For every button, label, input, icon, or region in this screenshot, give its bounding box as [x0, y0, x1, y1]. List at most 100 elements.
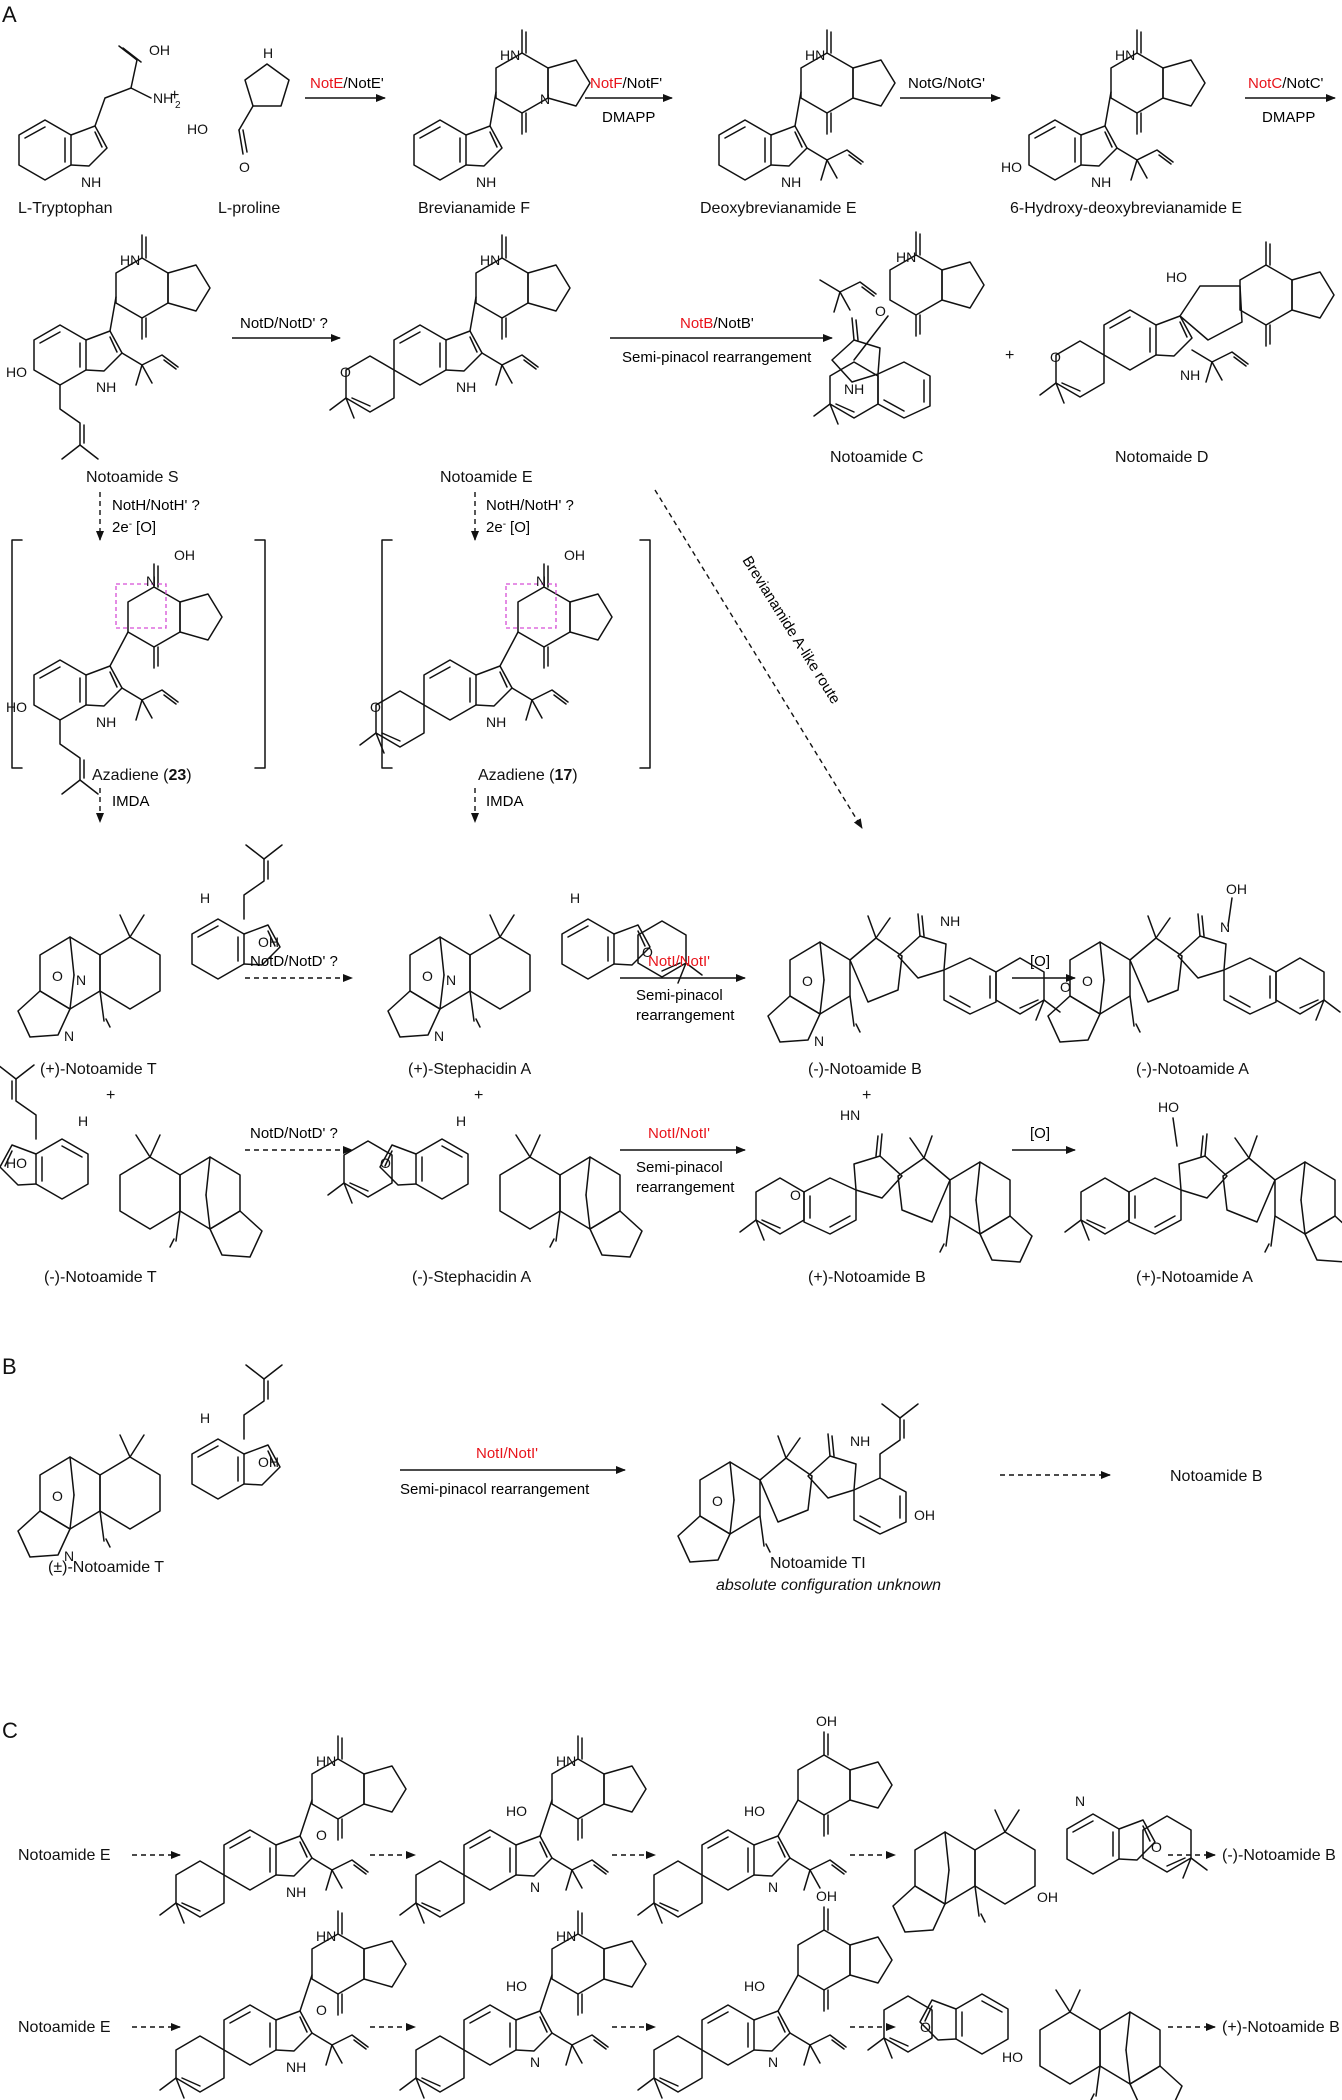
atom-nh2: NH	[153, 90, 173, 106]
label-notoamide-ti: Notoamide TI	[770, 1555, 866, 1572]
label-notoamide-c: Notoamide C	[830, 449, 923, 466]
atom-nh: NH	[486, 714, 506, 730]
atom-oh: OH	[149, 42, 170, 58]
structure-minus-notoamide-a: N OH O	[1047, 881, 1341, 1043]
atom-ho-c2: HO	[1002, 2049, 1023, 2065]
atom-ho: HO	[744, 1803, 765, 1819]
enzyme-noth-s: NotH/NotH' ?	[112, 497, 200, 514]
enzyme-noti-plus: NotI/NotI'	[648, 953, 710, 970]
atom-o-msta: O	[380, 1155, 391, 1171]
label-c-notoamide-e-1: Notoamide E	[18, 1847, 111, 1864]
label-notomaide-d: Notomaide D	[1115, 449, 1208, 466]
label-minus-stephacidin-a: (-)-Stephacidin A	[412, 1269, 531, 1286]
structure-azadiene-17: OH N O NH	[359, 547, 613, 754]
structure-azadiene-23: OH N HO NH	[6, 547, 223, 795]
atom-oh: OH	[1037, 1889, 1058, 1905]
atom-hn: HN	[556, 1753, 576, 1769]
atom-o: O	[316, 1827, 327, 1843]
structure-plus-notoamide-b	[739, 1133, 1033, 1263]
atom-nh: NH	[940, 913, 960, 929]
atom-nh: NH	[286, 2059, 306, 2075]
atom-hn: HN	[316, 1753, 336, 1769]
label-notoamide-e: Notoamide E	[440, 469, 533, 486]
label-plus: +	[170, 87, 179, 104]
atom-o2: O	[422, 968, 433, 984]
atom-ho: HO	[187, 121, 208, 137]
atom-n: N	[1075, 1793, 1085, 1809]
atom-oh: OH	[816, 1713, 837, 1729]
label-plus-2: +	[1005, 347, 1014, 364]
structure-notoamide-e: O NH HN	[329, 234, 571, 419]
structure-rac-notoamide-t: H OH O N	[17, 1364, 283, 1564]
label-plus-notoamide-t: (+)-Notoamide T	[40, 1061, 157, 1078]
atom-o: O	[712, 1493, 723, 1509]
atom-o: O	[52, 968, 63, 984]
atom-hn: HN	[120, 252, 140, 268]
structure-c1-hydroxyindolenine: HO N HN	[399, 1735, 647, 1924]
atom-oh: OH	[914, 1507, 935, 1523]
atom-n: N	[540, 91, 550, 107]
label-l-proline: L-proline	[218, 200, 280, 217]
atom-nh: NH	[81, 174, 101, 190]
label-c-notoamide-e-2: Notoamide E	[18, 2019, 111, 2036]
atom-hn: HN	[1115, 47, 1135, 63]
panel-label-b: B	[2, 1354, 17, 1379]
label-6-hydroxy-deoxybrevianamide-e: 6-Hydroxy-deoxybrevianamide E	[1010, 200, 1242, 217]
panel-label-a: A	[2, 2, 17, 27]
atom-ho: HO	[6, 699, 27, 715]
atom-n: N	[768, 1879, 778, 1895]
atom-n: N	[1220, 919, 1230, 935]
atom-h-msta: H	[456, 1113, 466, 1129]
atom-o: O	[642, 944, 653, 960]
label-minus-notoamide-b: (-)-Notoamide B	[808, 1061, 922, 1078]
oxidant-2e-s: 2e-[O]	[112, 519, 156, 537]
structure-notoamide-ti: NH OH O	[677, 1403, 935, 1563]
structure-notoamide-c: NH O HN	[813, 231, 985, 425]
label-plus-notoamide-a: (+)-Notoamide A	[1136, 1269, 1253, 1286]
label-deoxybrevianamide-e: Deoxybrevianamide E	[700, 200, 857, 217]
label-minus-notoamide-a: (-)-Notoamide A	[1136, 1061, 1249, 1078]
label-notoamide-s: Notoamide S	[86, 469, 179, 486]
atom-ho: HO	[6, 364, 27, 380]
enzyme-notg: NotG/NotG'	[908, 75, 985, 92]
label-azadiene-17: Azadiene (17)	[478, 767, 578, 784]
structure-deoxybrevianamide-e: NH HN	[718, 29, 896, 190]
atom-hn: H	[263, 45, 273, 61]
label-semi-pinacol-b: Semi-pinacol rearrangement	[400, 1481, 590, 1498]
atom-o: O	[316, 2002, 327, 2018]
atom-oh: OH	[564, 547, 585, 563]
label-semi-pinacol-1a: Semi-pinacol	[636, 987, 723, 1004]
atom-n: N	[76, 972, 86, 988]
atom-ho: HO	[1166, 269, 1187, 285]
atom-n2: N	[434, 1028, 444, 1044]
enzyme-notd-minus: NotD/NotD' ?	[250, 1125, 338, 1142]
atom-hn-pb: HN	[840, 1107, 860, 1123]
atom-hn: HN	[556, 1928, 576, 1944]
atom-h-mt: H	[78, 1113, 88, 1129]
label-plus-sta: +	[474, 1087, 483, 1104]
atom-o-c2: O	[920, 2019, 931, 2035]
highlight-azadiene-23	[115, 583, 167, 629]
atom-nh: H	[570, 890, 580, 906]
label-ox-plus: [O]	[1030, 1125, 1050, 1142]
atom-hn: HN	[896, 249, 916, 265]
atom-nh: NH	[476, 174, 496, 190]
atom-hn: HN	[480, 252, 500, 268]
atom-nh: NH	[456, 379, 476, 395]
atom-nh: NH	[96, 714, 116, 730]
enzyme-notc: NotC/NotC'	[1248, 75, 1324, 92]
atom-nh: H	[200, 890, 210, 906]
atom-ho-mt: HO	[6, 1155, 27, 1171]
atom-n: N	[146, 573, 156, 589]
atom-o2: O	[802, 973, 813, 989]
atom-o: O	[875, 303, 886, 319]
atom-ho-pa: HO	[1158, 1099, 1179, 1115]
atom-oh: OH	[816, 1888, 837, 1904]
enzyme-noth-e: NotH/NotH' ?	[486, 497, 574, 514]
structure-notomaide-d: HO NH O	[1039, 241, 1335, 404]
label-plus-stephacidin-a: (+)-Stephacidin A	[408, 1061, 532, 1078]
atom-nh2-subscript: 2	[175, 100, 181, 111]
bracket-left-17	[381, 539, 393, 769]
atom-nh: NH	[781, 174, 801, 190]
